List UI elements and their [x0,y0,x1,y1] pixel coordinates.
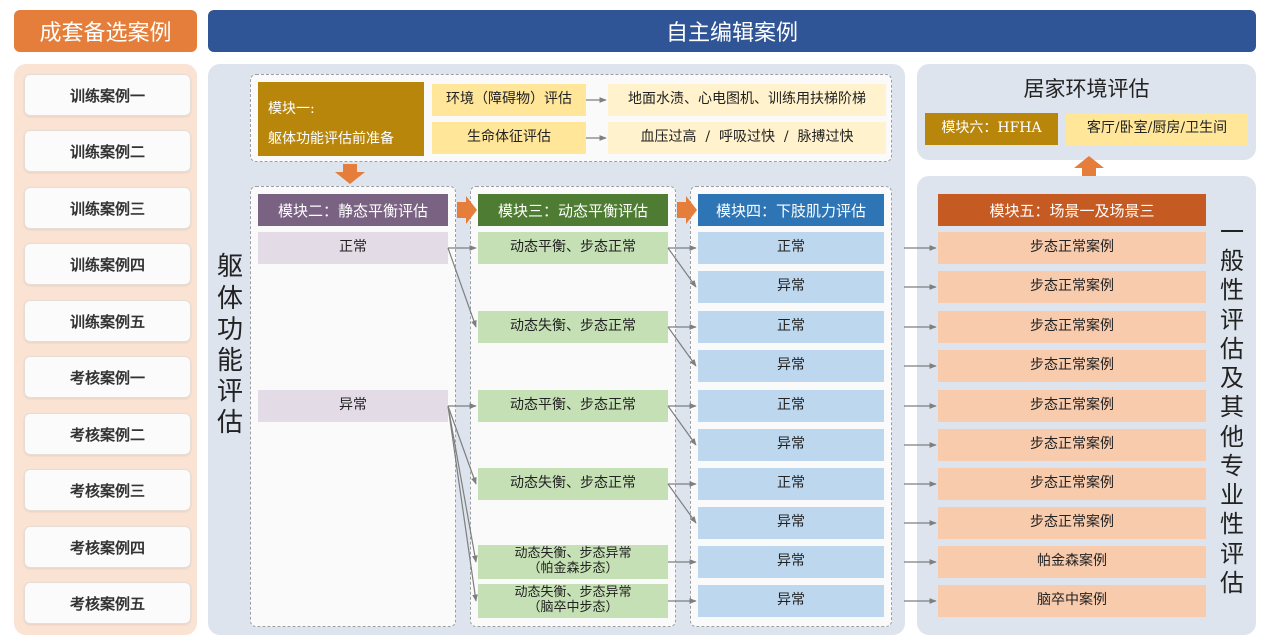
general-label-char: 其 [1220,393,1244,422]
connector-arrow [447,405,478,563]
module4-item: 正常 [698,468,884,500]
module3-item: 动态平衡、步态正常 [478,390,668,422]
module4-item: 正常 [698,311,884,343]
main-header: 自主编辑案例 [208,10,1256,52]
module5-item: 帕金森案例 [938,546,1206,578]
case-item-train-5[interactable]: 训练案例五 [24,300,191,342]
body-function-char: 功 [216,314,243,345]
module1-title-box: 模块一: 躯体功能评估前准备 [258,82,424,156]
vital-assessment-box: 生命体征评估 [432,122,586,154]
flow-arrow-down [335,164,365,184]
general-label-char: 估 [1220,568,1244,597]
case-item-train-1[interactable]: 训练案例一 [24,74,191,116]
module4-item: 异常 [698,546,884,578]
module4-item: 异常 [698,507,884,539]
general-label-char: 评 [1220,539,1244,568]
flow-arrow-right [677,196,697,224]
module3-item-line1: 动态失衡、步态异常 [514,585,632,601]
main-header-title: 自主编辑案例 [665,21,798,46]
module3-item-line2: （帕金森步态） [527,561,619,576]
case-item-exam-4[interactable]: 考核案例四 [24,526,191,568]
general-label-char: 一 [1220,217,1244,246]
module5-item: 步态正常案例 [938,429,1206,461]
connector-arrow [667,247,697,288]
general-label-char: 他 [1220,422,1244,451]
general-assessment-label: 一 般 性 评 估 及 其 他 专 业 性 评 估 [1212,214,1252,602]
rooms-box: 客厅/卧室/厨房/卫生间 [1066,113,1248,145]
module2-header: 模块二：静态平衡评估 [258,194,448,226]
general-label-char: 般 [1220,247,1244,276]
module1-title-line2: 躯体功能评估前准备 [268,131,394,147]
left-header: 成套备选案例 [14,10,197,52]
module5-item: 步态正常案例 [938,507,1206,539]
body-function-label: 躯 体 功 能 评 估 [212,252,248,438]
module4-item: 正常 [698,232,884,264]
module4-item: 异常 [698,271,884,303]
general-label-char: 性 [1220,510,1244,539]
vital-items-box: 血压过高 / 呼吸过快 / 脉搏过快 [608,122,886,154]
connector-arrow [447,405,477,485]
module4-item: 异常 [698,585,884,617]
body-function-char: 估 [216,408,243,439]
connector-arrow [667,326,697,367]
connector-arrow [667,405,697,446]
module2-item-abnormal: 异常 [258,390,448,422]
module3-item: 动态失衡、步态正常 [478,468,668,500]
general-label-char: 评 [1220,305,1244,334]
module1-title-line1: 模块一: [268,101,315,117]
home-env-title: 居家环境评估 [1023,77,1150,101]
module3-item: 动态失衡、步态正常 [478,311,668,343]
left-header-title: 成套备选案例 [39,21,172,46]
body-function-char: 躯 [216,252,243,283]
general-label-char: 业 [1220,481,1244,510]
general-label-char: 专 [1220,451,1244,480]
module5-item: 步态正常案例 [938,271,1206,303]
body-function-char: 评 [216,377,243,408]
connector-arrow [447,405,478,602]
env-items-box: 地面水渍、心电图机、训练用扶梯阶梯 [608,84,886,116]
body-function-char: 能 [216,346,243,376]
general-label-char: 性 [1220,276,1244,305]
flow-arrow-up [1074,156,1104,176]
connector-arrow [447,247,477,328]
module5-item: 步态正常案例 [938,390,1206,422]
module5-item: 步态正常案例 [938,468,1206,500]
module4-item: 异常 [698,350,884,382]
module4-header: 模块四：下肢肌力评估 [698,194,884,226]
module5-header: 模块五：场景一及场景三 [938,194,1206,226]
flow-arrow-right [457,196,477,224]
module5-item: 步态正常案例 [938,311,1206,343]
env-assessment-box: 环境（障碍物）评估 [432,84,586,116]
case-item-train-3[interactable]: 训练案例三 [24,187,191,229]
module5-item: 步态正常案例 [938,232,1206,264]
module3-header: 模块三：动态平衡评估 [478,194,668,226]
case-item-train-4[interactable]: 训练案例四 [24,243,191,285]
case-item-train-2[interactable]: 训练案例二 [24,130,191,172]
general-label-char: 估 [1220,334,1244,363]
case-item-exam-3[interactable]: 考核案例三 [24,469,191,511]
module4-item: 异常 [698,429,884,461]
general-label-char: 及 [1220,364,1244,393]
module5-item: 步态正常案例 [938,350,1206,382]
module3-item-line2: （脑卒中步态） [527,600,619,615]
module3-item: 动态平衡、步态正常 [478,232,668,264]
module4-item: 正常 [698,390,884,422]
module3-item-line1: 动态失衡、步态异常 [514,546,632,562]
body-function-char: 体 [216,283,243,314]
module2-item-normal: 正常 [258,232,448,264]
case-item-exam-2[interactable]: 考核案例二 [24,413,191,455]
case-item-exam-5[interactable]: 考核案例五 [24,582,191,624]
module6-box: 模块六：HFHA [925,113,1058,145]
module3-item-parkinson: 动态失衡、步态异常 （帕金森步态） [478,545,668,579]
module5-item: 脑卒中案例 [938,585,1206,617]
module3-item-stroke: 动态失衡、步态异常 （脑卒中步态） [478,584,668,618]
connector-arrow [667,483,697,524]
case-item-exam-1[interactable]: 考核案例一 [24,356,191,398]
